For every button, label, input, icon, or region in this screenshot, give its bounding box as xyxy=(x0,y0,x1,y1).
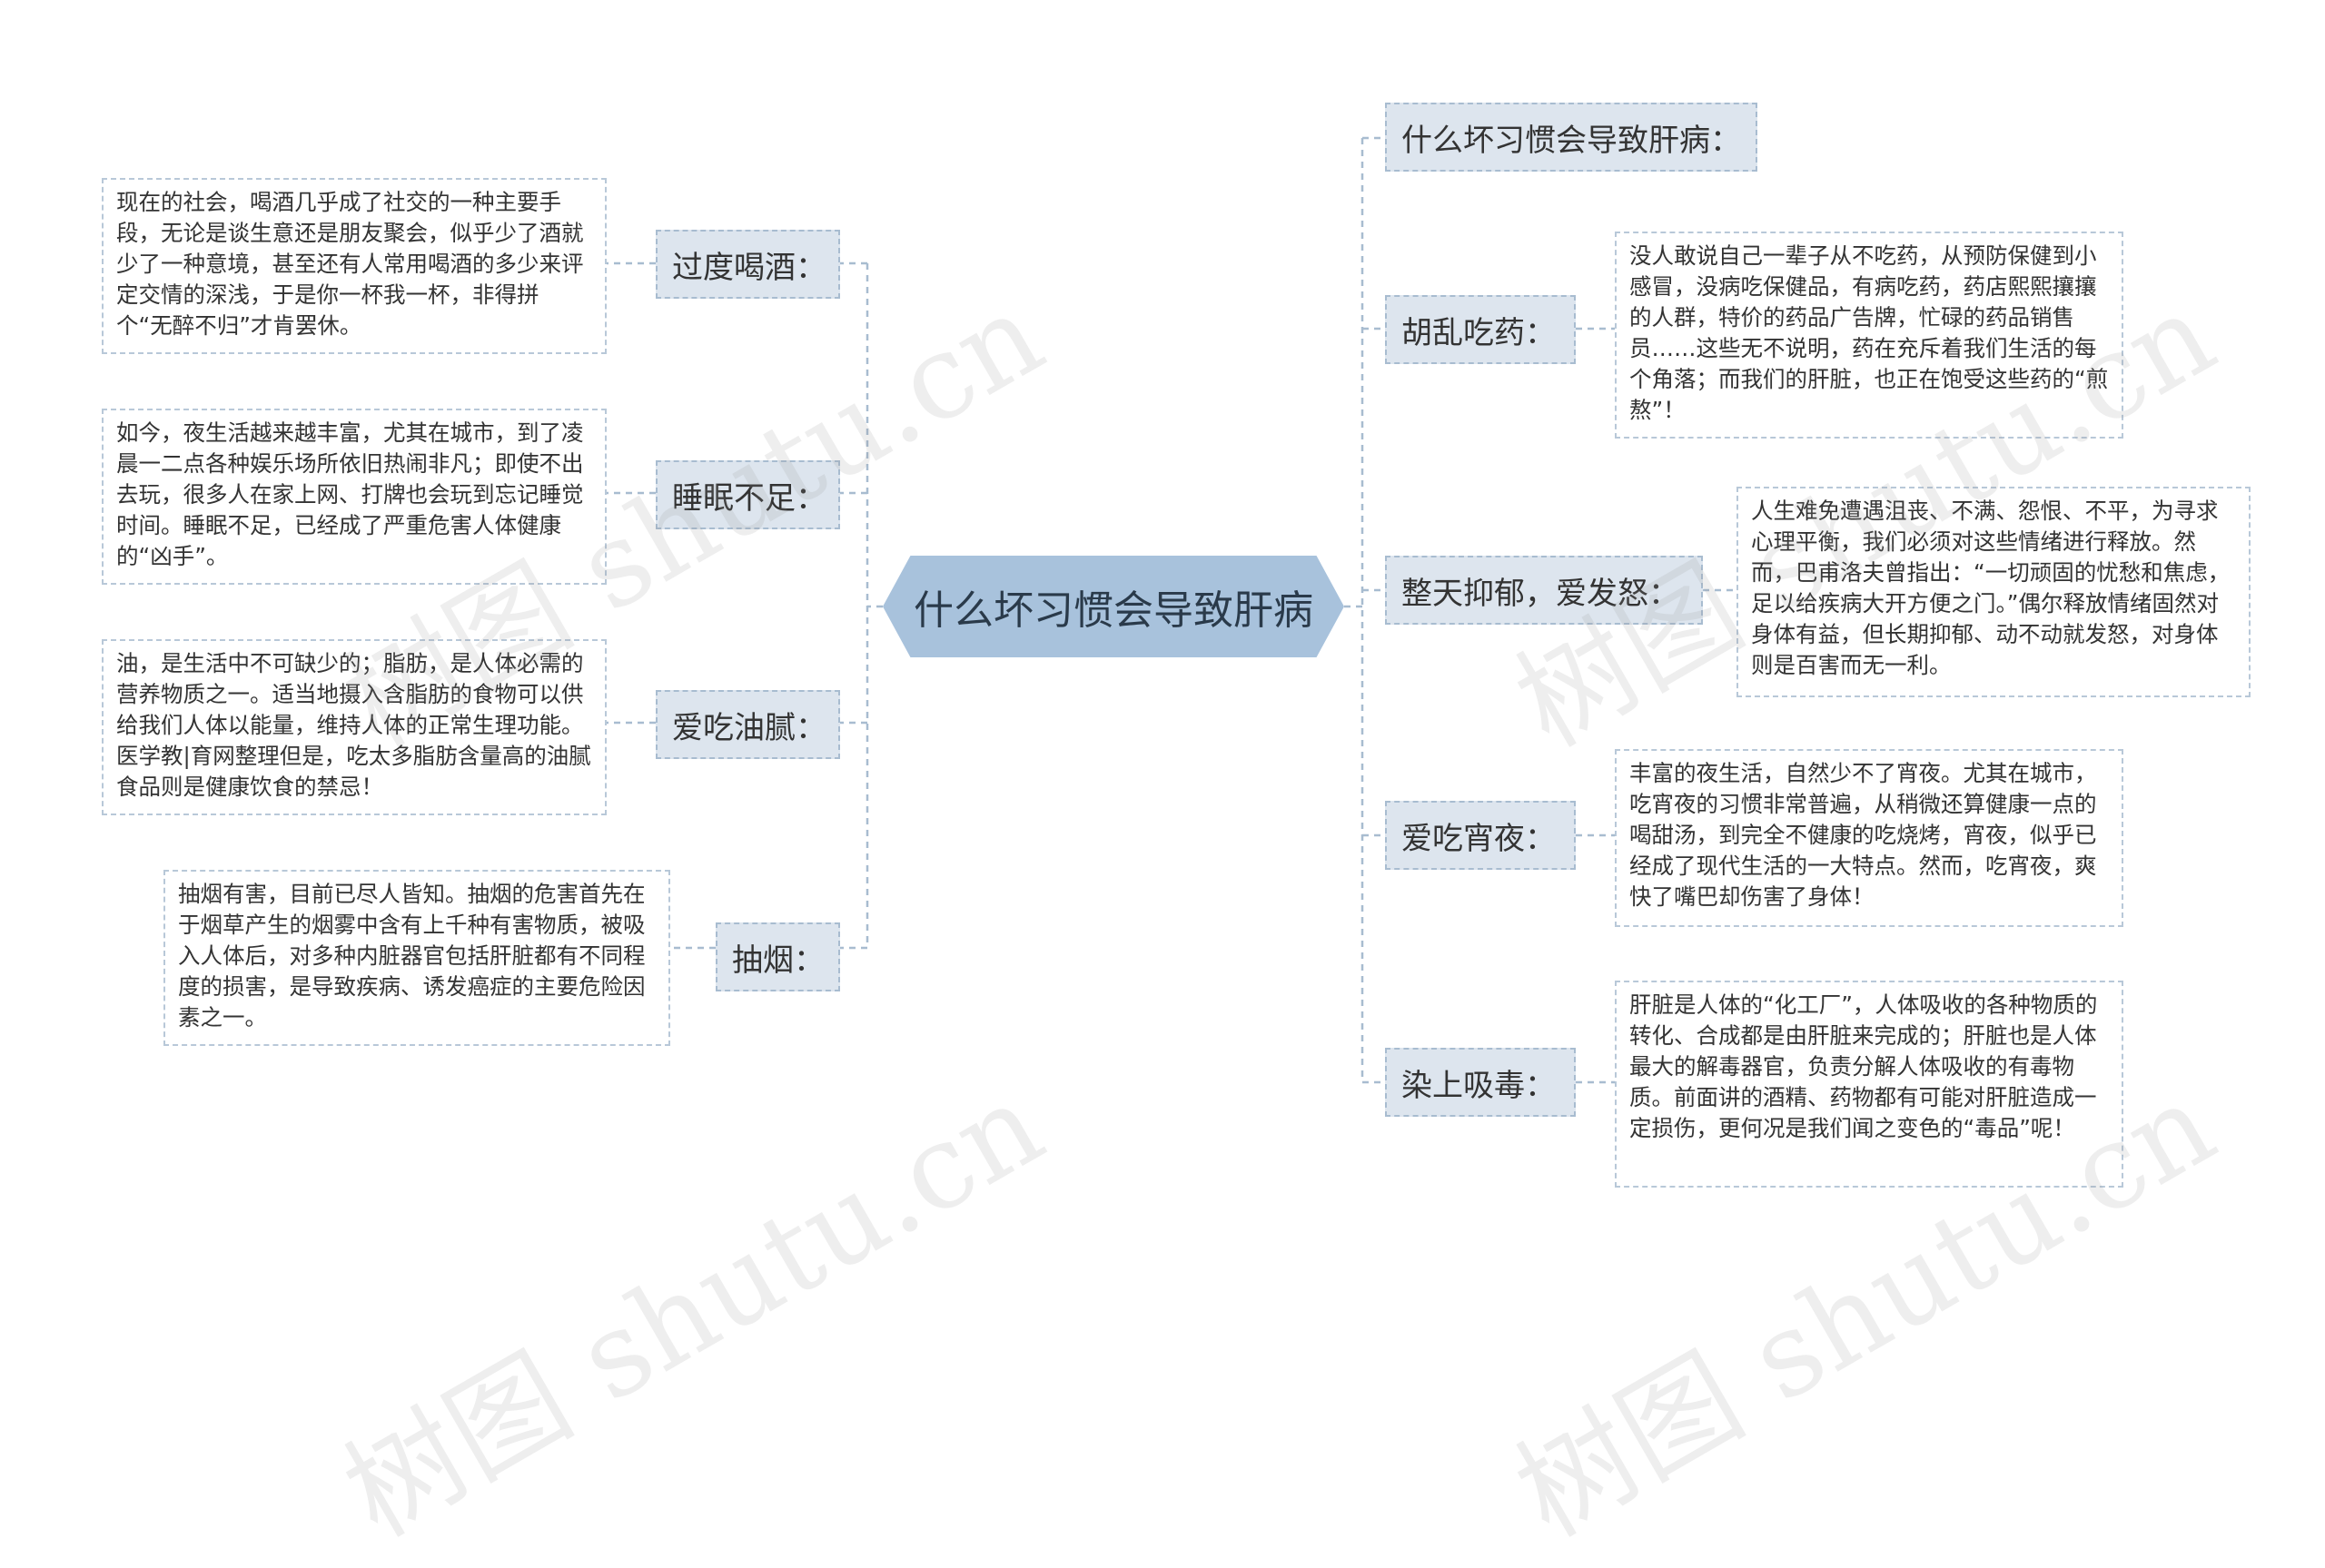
leaf-note-sleep: 如今，夜生活越来越丰富，尤其在城市，到了凌晨一二点各种娱乐场所依旧热闹非凡；即使… xyxy=(102,409,607,585)
branch-node-medication[interactable]: 胡乱吃药： xyxy=(1385,295,1576,364)
leaf-note-greasy-food: 油，是生活中不可缺少的；脂肪，是人体必需的营养物质之一。适当地摄入含脂肪的食物可… xyxy=(102,639,607,815)
leaf-note-drugs: 肝脏是人体的“化工厂”，人体吸收的各种物质的转化、合成都是由肝脏来完成的；肝脏也… xyxy=(1615,981,2123,1188)
branch-node-topic-heading[interactable]: 什么坏习惯会导致肝病： xyxy=(1385,103,1757,172)
leaf-text: 肝脏是人体的“化工厂”，人体吸收的各种物质的转化、合成都是由肝脏来完成的；肝脏也… xyxy=(1629,991,2098,1141)
branch-label: 睡眠不足： xyxy=(672,479,826,517)
leaf-text: 没人敢说自己一辈子从不吃药，从预防保健到小感冒，没病吃保健品，有病吃药，药店熙熙… xyxy=(1629,242,2109,423)
leaf-note-medication: 没人敢说自己一辈子从不吃药，从预防保健到小感冒，没病吃保健品，有病吃药，药店熙熙… xyxy=(1615,232,2123,439)
leaf-text: 人生难免遭遇沮丧、不满、怨恨、不平，为寻求心理平衡，我们必须对这些情绪进行释放。… xyxy=(1751,498,2231,678)
branch-label: 抽烟： xyxy=(732,942,825,979)
branch-label: 爱吃宵夜： xyxy=(1401,820,1556,857)
branch-node-depression-anger[interactable]: 整天抑郁，爱发怒： xyxy=(1385,556,1703,625)
branch-node-greasy-food[interactable]: 爱吃油腻： xyxy=(656,690,840,759)
leaf-note-late-snack: 丰富的夜生活，自然少不了宵夜。尤其在城市，吃宵夜的习惯非常普遍，从稍微还算健康一… xyxy=(1615,749,2123,927)
central-topic[interactable]: 什么坏习惯会导致肝病 xyxy=(883,556,1344,657)
branch-label: 过度喝酒： xyxy=(672,249,826,286)
leaf-note-drinking: 现在的社会，喝酒几乎成了社交的一种主要手段，无论是谈生意还是朋友聚会，似乎少了酒… xyxy=(102,178,607,354)
branch-node-drinking[interactable]: 过度喝酒： xyxy=(656,230,840,299)
branch-node-smoking[interactable]: 抽烟： xyxy=(716,922,840,991)
branch-label: 爱吃油腻： xyxy=(672,709,826,746)
branch-label: 整天抑郁，爱发怒： xyxy=(1401,575,1679,612)
branch-node-sleep[interactable]: 睡眠不足： xyxy=(656,460,840,529)
leaf-note-depression-anger: 人生难免遭遇沮丧、不满、怨恨、不平，为寻求心理平衡，我们必须对这些情绪进行释放。… xyxy=(1736,487,2251,697)
leaf-text: 现在的社会，喝酒几乎成了社交的一种主要手段，无论是谈生意还是朋友聚会，似乎少了酒… xyxy=(116,189,584,339)
leaf-text: 油，是生活中不可缺少的；脂肪，是人体必需的营养物质之一。适当地摄入含脂肪的食物可… xyxy=(116,650,591,800)
leaf-text: 如今，夜生活越来越丰富，尤其在城市，到了凌晨一二点各种娱乐场所依旧热闹非凡；即使… xyxy=(116,419,584,569)
branch-label: 染上吸毒： xyxy=(1401,1067,1556,1104)
branch-label: 什么坏习惯会导致肝病： xyxy=(1401,122,1741,159)
branch-label: 胡乱吃药： xyxy=(1401,314,1556,351)
central-topic-label: 什么坏习惯会导致肝病 xyxy=(914,587,1313,634)
leaf-text: 抽烟有害，目前已尽人皆知。抽烟的危害首先在于烟草产生的烟雾中含有上千种有害物质，… xyxy=(178,881,646,1031)
mind-map-canvas: 什么坏习惯会导致肝病 过度喝酒： 现在的社会，喝酒几乎成了社交的一种主要手段，无… xyxy=(102,103,2251,1563)
leaf-text: 丰富的夜生活，自然少不了宵夜。尤其在城市，吃宵夜的习惯非常普遍，从稍微还算健康一… xyxy=(1629,760,2097,910)
connector-lines xyxy=(607,136,1736,1084)
branch-node-late-snack[interactable]: 爱吃宵夜： xyxy=(1385,801,1576,870)
leaf-note-smoking: 抽烟有害，目前已尽人皆知。抽烟的危害首先在于烟草产生的烟雾中含有上千种有害物质，… xyxy=(163,870,670,1046)
branch-node-drugs[interactable]: 染上吸毒： xyxy=(1385,1048,1576,1117)
